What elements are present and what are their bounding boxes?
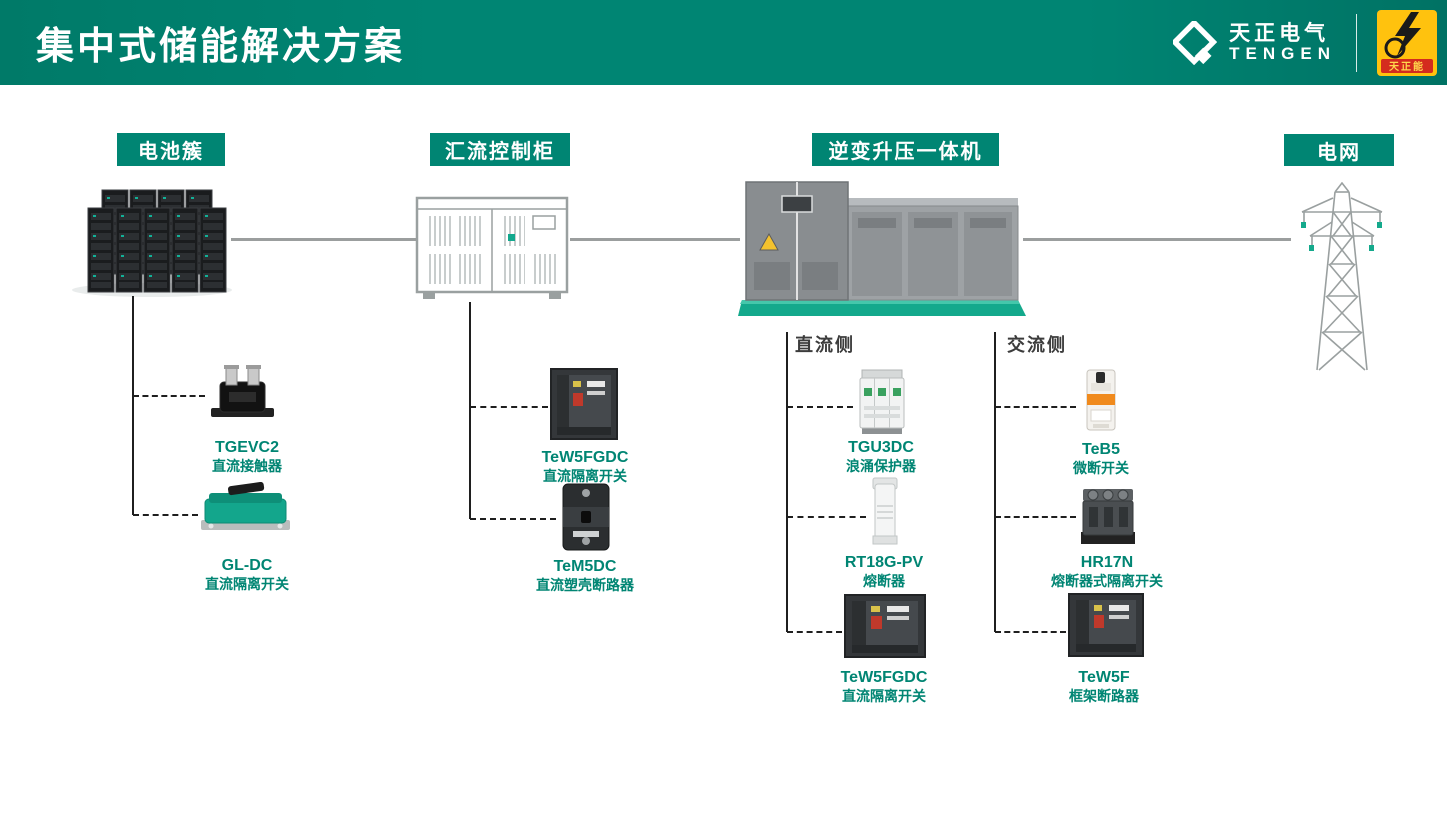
mascot-name: 天正能 (1381, 58, 1433, 73)
lightning-fist-icon (1384, 11, 1421, 58)
tgu3dc-image (859, 369, 905, 434)
station-chip-grid: 电网 (1284, 134, 1394, 166)
page-title: 集中式储能解决方案 (36, 26, 406, 68)
dashed-callout (470, 518, 556, 520)
brand-name-en: TENGEN (1229, 43, 1336, 63)
combiner-cabinet-image (415, 196, 569, 299)
product-model: TGEVC2 (214, 439, 279, 456)
brand-text: 天正电气 TENGEN (1229, 21, 1336, 63)
tengen-logo-icon (1173, 20, 1218, 65)
connector-inverter-grid (1023, 238, 1291, 241)
dashed-callout (787, 406, 853, 408)
header-bar: 集中式储能解决方案 天正电气 TENGEN 天正能 (0, 0, 1447, 85)
hr17n-image (1081, 489, 1135, 544)
product-model: GL-DC (221, 557, 273, 574)
grid-tower-image (1301, 182, 1383, 371)
dashed-callout (995, 406, 1076, 408)
product-label: GL-DC 直流隔离开关 (157, 556, 337, 593)
inverter-station-image (738, 181, 1026, 316)
branch-stem-combiner (469, 302, 471, 519)
product-desc: 框架断路器 (1069, 688, 1139, 705)
product-desc: 熔断器式隔离开关 (1051, 573, 1163, 590)
product-model: TGU3DC (848, 439, 914, 456)
station-chip-combiner: 汇流控制柜 (430, 133, 570, 166)
product-model: RT18G-PV (844, 554, 924, 571)
tgevc2-image (211, 365, 274, 417)
branch-stem-battery (132, 296, 134, 515)
dashed-callout (133, 514, 198, 516)
station-chip-battery: 电池簇 (117, 133, 225, 166)
dc-side-label: 直流侧 (795, 335, 855, 355)
brand-name-cn: 天正电气 (1229, 21, 1330, 45)
product-desc: 直流塑壳断路器 (536, 577, 634, 594)
connector-battery-combiner (231, 238, 416, 241)
tew5fgdc-image (550, 368, 618, 440)
dashed-callout (133, 395, 205, 397)
product-label: RT18G-PV 熔断器 (794, 553, 974, 590)
product-label: TeW5F 框架断路器 (1014, 668, 1194, 705)
product-model: TeW5F (1078, 669, 1130, 686)
product-desc: 直流隔离开关 (842, 688, 926, 705)
branch-stem-ac-side (994, 332, 996, 632)
product-desc: 直流隔离开关 (543, 468, 627, 485)
product-label: TGU3DC 浪涌保护器 (791, 438, 971, 475)
product-desc: 直流接触器 (212, 458, 282, 475)
product-model: TeW5FGDC (840, 669, 928, 686)
mascot-badge: 天正能 (1377, 9, 1437, 76)
dashed-callout (787, 631, 842, 633)
teb5-image (1086, 369, 1116, 431)
header-divider (1356, 13, 1357, 72)
connector-combiner-inverter (570, 238, 740, 241)
tew5f-image (1068, 593, 1144, 657)
product-desc: 熔断器 (863, 573, 905, 590)
branch-stem-dc-side (786, 332, 788, 632)
product-label: HR17N 熔断器式隔离开关 (1007, 553, 1207, 590)
product-label: TeM5DC 直流塑壳断路器 (495, 557, 675, 594)
battery-cluster-image (72, 189, 232, 297)
product-label: TGEVC2 直流接触器 (157, 438, 337, 475)
dashed-callout (995, 516, 1076, 518)
product-desc: 微断开关 (1073, 460, 1129, 477)
product-label: TeW5FGDC 直流隔离开关 (794, 668, 974, 705)
product-label: TeW5FGDC 直流隔离开关 (495, 448, 675, 485)
product-model: TeW5FGDC (541, 449, 629, 466)
station-chip-inverter: 逆变升压一体机 (812, 133, 999, 166)
tew5fgdc-dc-image (844, 594, 926, 658)
product-model: TeB5 (1082, 441, 1120, 458)
dashed-callout (470, 406, 548, 408)
ac-side-label: 交流侧 (1007, 335, 1067, 355)
product-model: TeM5DC (553, 558, 617, 575)
product-label: TeB5 微断开关 (1011, 440, 1191, 477)
dashed-callout (787, 516, 866, 518)
tem5dc-image (562, 483, 610, 551)
brand-area: 天正电气 TENGEN 天正能 (1173, 0, 1437, 85)
dashed-callout (995, 631, 1066, 633)
product-model: HR17N (1080, 554, 1134, 571)
product-desc: 浪涌保护器 (846, 458, 916, 475)
product-desc: 直流隔离开关 (205, 576, 289, 593)
gl-dc-image (201, 482, 290, 530)
rt18g-pv-image (872, 477, 898, 545)
